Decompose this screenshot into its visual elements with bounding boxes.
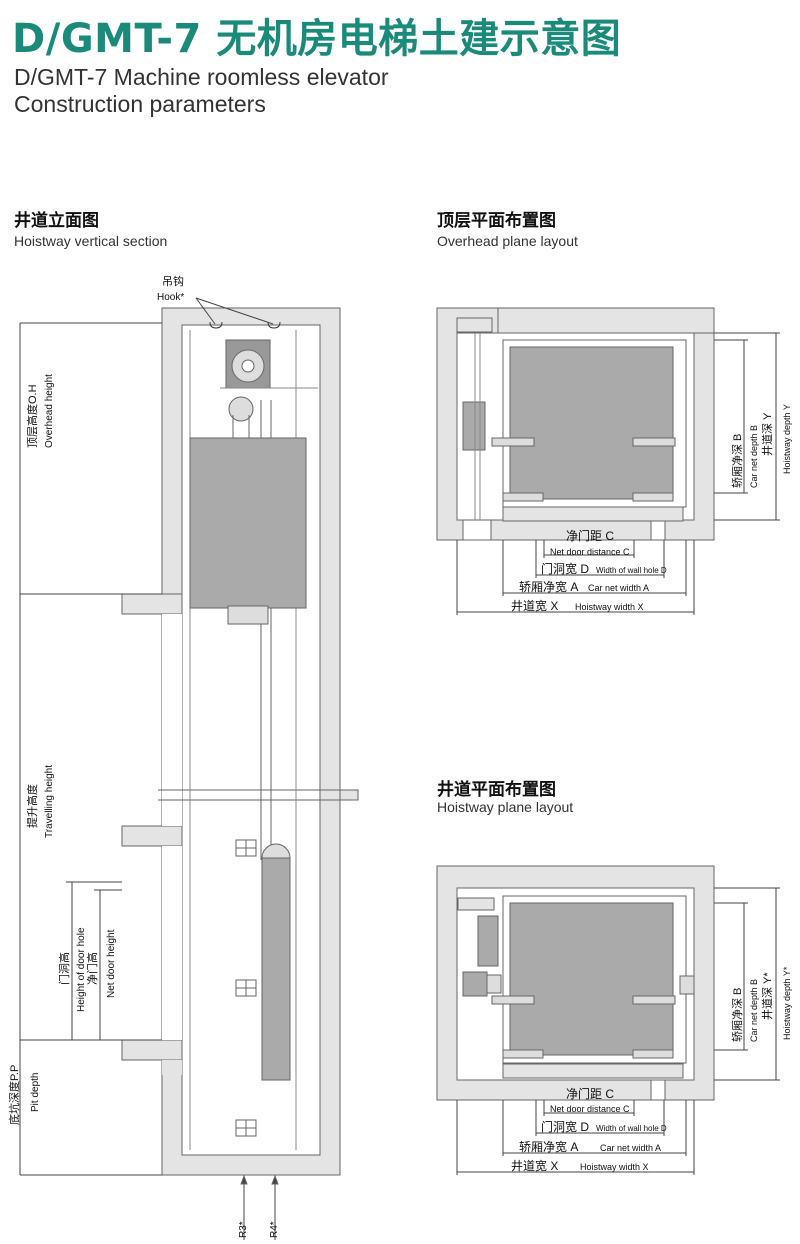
vertical-section-title: 井道立面图 [14, 211, 99, 231]
hoistway-x-cn: 井道宽 X [511, 1158, 558, 1173]
hoistway-a-cn: 轿厢净宽 A [519, 1139, 578, 1154]
hoistway-d-en: Width of wall hole D [596, 1124, 667, 1133]
r4-label: R4* [269, 1221, 280, 1238]
travel-height-label-cn: 提升高度 [25, 784, 39, 828]
floor-slab-middle [121, 825, 183, 847]
overhead-d-cn: 门洞宽 D [541, 561, 589, 576]
net-door-height-label-cn: 净门高 [85, 952, 99, 985]
overhead-c-en: Net door distance C [550, 547, 630, 557]
overhead-a-en: Car net width A [588, 583, 649, 593]
page-title: D/GMT-7 无机房电梯土建示意图 [12, 16, 622, 62]
floor-slab-bottom [121, 1039, 183, 1061]
hoistway-d-cn: 门洞宽 D [541, 1119, 589, 1134]
overhead-height-label-en: Overhead height [44, 374, 55, 448]
door-hole-height-label-cn: 门洞高 [57, 952, 71, 985]
overhead-y-en: Hoistway depth Y [782, 404, 792, 474]
hoistway-x-en: Hoistway width X [580, 1162, 649, 1172]
page-subtitle-line-2: Construction parameters [14, 91, 266, 117]
hoistway-y-cn: 井道深 Y* [760, 972, 774, 1020]
hoistway-b-cn: 轿厢净深 B [730, 988, 744, 1042]
hook-label-cn: 吊钩 [162, 274, 184, 288]
hoistway-layout-title: 井道平面布置图 [437, 780, 556, 800]
r3-label: R3* [238, 1221, 249, 1238]
pit-depth-label-en: Pit depth [30, 1073, 41, 1112]
overhead-b-en: Car net depth B [749, 425, 759, 488]
overhead-height-label-cn: 顶层高度O.H [25, 384, 39, 448]
hoistway-a-en: Car net width A [600, 1143, 661, 1153]
overhead-c-cn: 净门距 C [566, 528, 614, 543]
hoistway-b-en: Car net depth B [749, 979, 759, 1042]
door-hole-height-label-en: Height of door hole [76, 927, 87, 1012]
travel-height-label-en: Travelling height [44, 765, 55, 838]
overhead-b-cn: 轿厢净深 B [730, 434, 744, 488]
hoistway-layout-subtitle: Hoistway plane layout [437, 799, 574, 815]
shaft-wall [161, 307, 341, 1176]
vertical-section-subtitle: Hoistway vertical section [14, 233, 168, 249]
hook-label-en: Hook* [157, 292, 184, 303]
overhead-x-cn: 井道宽 X [511, 598, 558, 613]
pit-depth-label-cn: 底坑深度P.P [7, 1065, 21, 1125]
overhead-a-cn: 轿厢净宽 A [519, 579, 578, 594]
overhead-layout-subtitle: Overhead plane layout [437, 233, 578, 249]
floor-slab-top [121, 593, 183, 615]
hoistway-c-cn: 净门距 C [566, 1086, 614, 1101]
overhead-d-en: Width of wall hole D [596, 566, 667, 575]
net-door-height-label-en: Net door height [106, 929, 117, 998]
hoistway-c-en: Net door distance C [550, 1104, 630, 1114]
hoistway-y-en: Hoistway depth Y* [782, 966, 792, 1040]
page-subtitle-line-1: D/GMT-7 Machine roomless elevator [14, 64, 389, 90]
overhead-x-en: Hoistway width X [575, 602, 644, 612]
overhead-y-cn: 井道深 Y [760, 412, 774, 456]
overhead-layout-title: 顶层平面布置图 [437, 211, 556, 231]
